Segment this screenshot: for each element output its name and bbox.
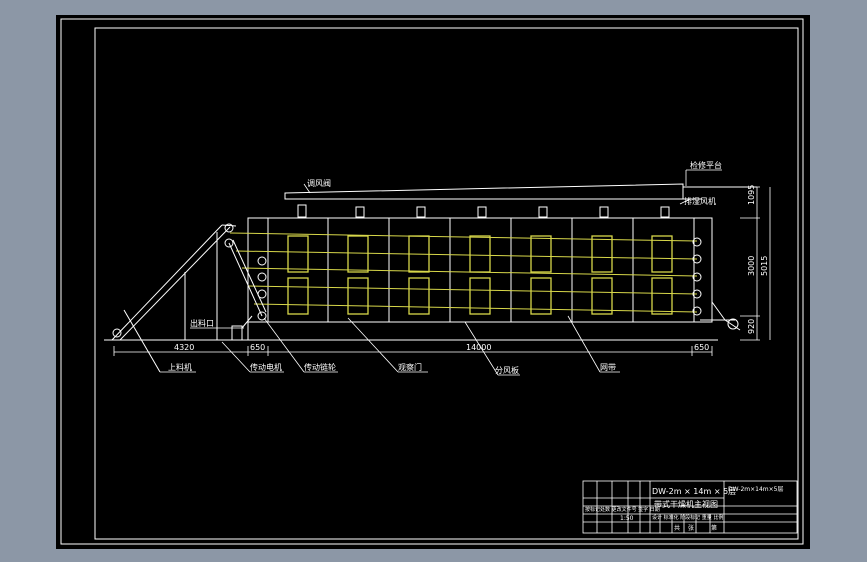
viewing-door <box>651 235 673 273</box>
title-sheet-c: 第 <box>711 524 717 532</box>
label-tuyere: 调风阀 <box>307 179 331 188</box>
dim-height-bottom: 920 <box>747 319 756 334</box>
viewing-door <box>530 277 552 315</box>
title-left-caption: 按标记处数 更改文件号 签字 日期 <box>585 506 660 513</box>
title-line-2: 带式干燥机主视图 <box>654 499 718 509</box>
viewing-door <box>591 235 613 273</box>
belt-layer <box>247 285 698 295</box>
title-line-1: DW-2m × 14m × 5层 <box>652 487 736 496</box>
label-mesh-belt: 网带 <box>600 363 616 372</box>
viewing-door <box>469 277 491 315</box>
label-viewing-door: 观察门 <box>398 362 422 372</box>
dim-left-gap: 650 <box>250 343 265 352</box>
belt-layer <box>235 250 698 260</box>
lifter <box>111 224 237 373</box>
title-side-code: DW-2m×14m×5层 <box>728 486 784 493</box>
viewing-door <box>651 277 673 315</box>
label-top-platform: 检修平台 <box>690 160 722 170</box>
title-sheet-a: 共 <box>674 524 680 532</box>
top-dampers <box>297 204 670 218</box>
discharge-end <box>700 301 741 331</box>
leader-lines <box>160 169 722 376</box>
label-feed-hopper: 出料口 <box>190 318 214 328</box>
dim-left-length: 4320 <box>174 343 194 352</box>
drawing-paper <box>56 15 810 549</box>
title-row-labels: 设计 标准化 阶段标记 重量 比例 <box>652 514 723 521</box>
title-block <box>582 480 798 534</box>
mesh-belt-layers <box>229 232 698 313</box>
viewing-door <box>287 235 309 273</box>
dimension-lines <box>113 186 771 356</box>
viewing-door <box>408 277 430 315</box>
drive-chain <box>228 239 267 341</box>
dim-main-length: 14000 <box>466 343 491 352</box>
dim-right-gap: 650 <box>694 343 709 352</box>
belt-layer <box>253 303 698 313</box>
viewing-door <box>591 277 613 315</box>
label-air-box: 分风板 <box>495 365 519 375</box>
viewing-door <box>287 277 309 315</box>
dim-height-total: 5015 <box>760 256 769 276</box>
title-sheet-b: 张 <box>688 524 694 532</box>
inner-border <box>94 27 799 540</box>
label-outlet-fan: 排湿风机 <box>684 196 716 206</box>
label-drive-sprocket: 传动链轮 <box>304 362 336 372</box>
viewing-door <box>408 235 430 273</box>
label-drive-motor: 传动电机 <box>250 362 282 372</box>
outer-border <box>60 18 804 545</box>
title-scale: 1:50 <box>620 515 634 522</box>
label-lifter: 上料机 <box>168 362 192 372</box>
dim-height-top: 1095 <box>747 185 756 205</box>
viewing-doors <box>287 235 673 315</box>
viewing-door <box>469 235 491 273</box>
viewing-door <box>347 277 369 315</box>
belt-layer <box>229 232 698 242</box>
viewing-door <box>347 235 369 273</box>
sprockets <box>224 223 739 330</box>
dim-height-mid: 3000 <box>747 256 756 276</box>
viewing-door <box>530 235 552 273</box>
